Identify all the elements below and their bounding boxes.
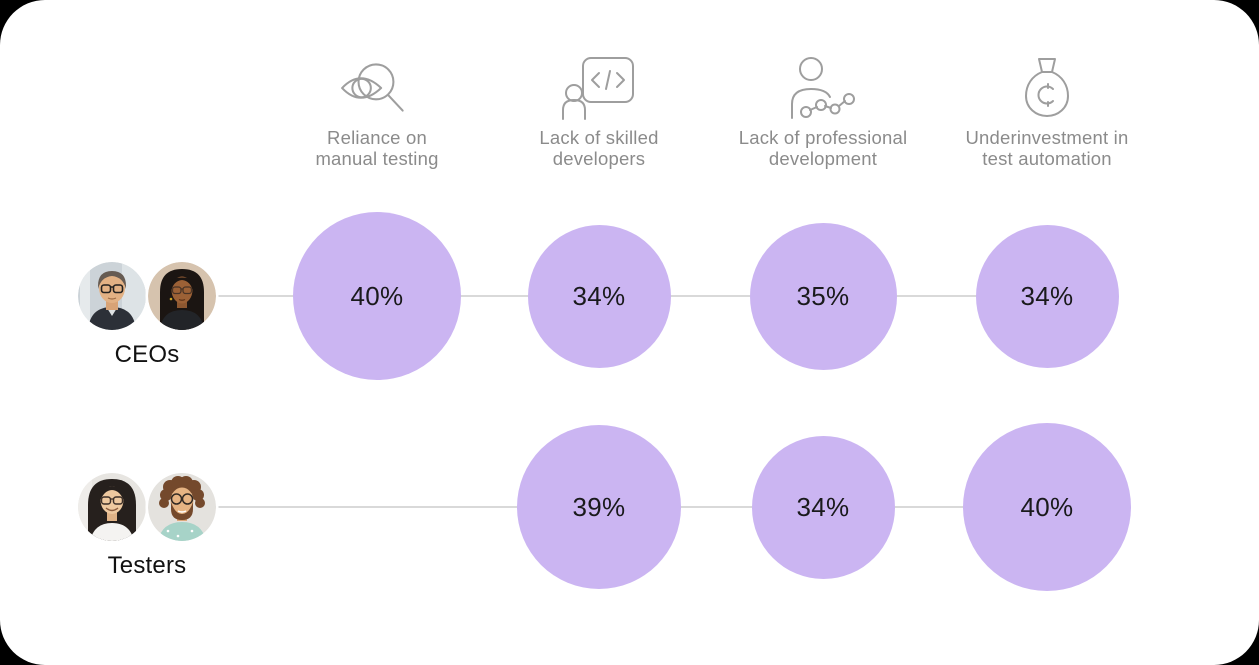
bubble-ceos-test-automation: 34% (975, 224, 1119, 368)
column-header-skilled-developers: Lack of skilled developers (484, 50, 714, 169)
ceos-avatar-group (78, 262, 216, 330)
person-growth-icon (708, 50, 938, 120)
avatar (148, 473, 216, 541)
bubble-ceos-professional-development: 35% (749, 222, 897, 370)
column-label-line: development (768, 148, 878, 169)
bubble-testers-professional-development: 34% (751, 435, 895, 579)
column-label: Underinvestment in test automation (932, 127, 1162, 169)
column-label-line: developers (552, 148, 646, 169)
testers-avatar-group (78, 473, 216, 541)
column-header-professional-development: Lack of professional development (708, 50, 938, 169)
avatar (78, 262, 146, 330)
avatar (148, 262, 216, 330)
column-label-line: Underinvestment in (965, 127, 1129, 148)
column-label-line: test automation (982, 148, 1112, 169)
bubble-value: 40% (350, 280, 404, 311)
bubble-cell: 34% (957, 206, 1137, 386)
avatar (78, 473, 146, 541)
bubble-cell: 40% (957, 417, 1137, 597)
column-label: Lack of skilled developers (484, 127, 714, 169)
bubble-cell: 40% (287, 206, 467, 386)
column-label: Lack of professional development (708, 127, 938, 169)
row-label-ceos: CEOs (114, 341, 180, 368)
column-header-manual-testing: Reliance on manual testing (262, 50, 492, 169)
bubble-ceos-manual-testing: 40% (293, 212, 461, 380)
bubble-testers-skilled-developers: 39% (517, 425, 681, 589)
column-header-test-automation: Underinvestment in test automation (932, 50, 1162, 169)
column-label-line: Lack of skilled (539, 127, 659, 148)
bubble-cell: 34% (733, 417, 913, 597)
bubble-value: 34% (796, 491, 850, 522)
bubble-value: 40% (1020, 491, 1074, 522)
bubble-cell: 39% (509, 417, 689, 597)
column-label-line: Lack of professional (738, 127, 908, 148)
bubble-testers-test-automation: 40% (963, 423, 1131, 591)
column-label-line: manual testing (315, 148, 439, 169)
bubble-ceos-skilled-developers: 34% (527, 224, 671, 368)
bubble-value: 34% (1020, 280, 1074, 311)
row-label-testers: Testers (107, 552, 187, 579)
bubble-value: 34% (572, 280, 626, 311)
column-label: Reliance on manual testing (262, 127, 492, 169)
code-board-icon (484, 50, 714, 120)
column-label-line: Reliance on (327, 127, 427, 148)
bubble-value: 39% (572, 491, 626, 522)
bubble-cell: 34% (509, 206, 689, 386)
eye-magnifier-icon (262, 50, 492, 120)
bubble-cell: 35% (733, 206, 913, 386)
bubble-value: 35% (796, 280, 850, 311)
money-bag-icon (932, 50, 1162, 120)
